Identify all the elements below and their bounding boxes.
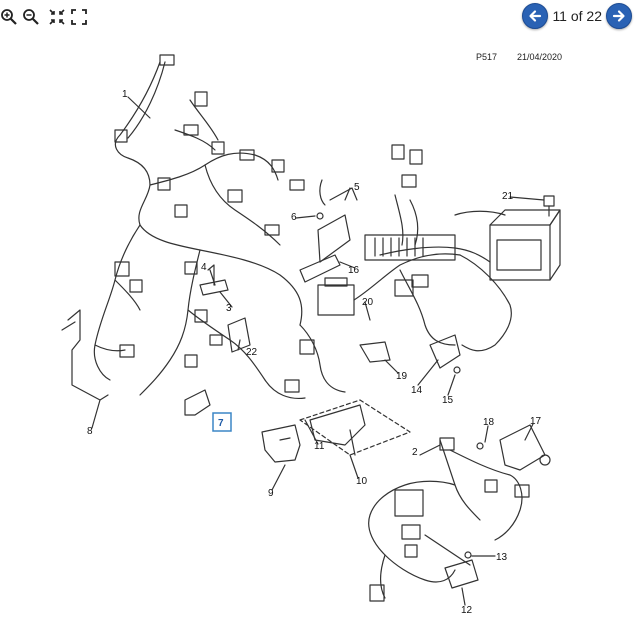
fullscreen-corners-icon[interactable] [70,8,88,26]
shrink-arrows-icon[interactable] [48,8,66,26]
zoom-out-icon[interactable] [22,8,40,26]
callout-8[interactable]: 8 [87,426,93,437]
harness-line-art [61,54,561,606]
diagram-date: 21/04/2020 [517,52,563,62]
page-counter: 11 of 22 [552,8,602,24]
callout-7[interactable]: 7 [218,418,224,429]
callout-17[interactable]: 17 [530,416,542,427]
callout-13[interactable]: 13 [496,552,508,563]
callout-labels: 1 2 3 4 5 6 7 8 9 10 11 12 13 14 15 16 1… [87,89,542,616]
zoom-in-icon[interactable] [0,8,18,26]
callout-15[interactable]: 15 [442,395,454,406]
callout-10[interactable]: 10 [356,476,368,487]
callout-4[interactable]: 4 [201,262,207,273]
callout-1[interactable]: 1 [122,89,128,100]
callout-14[interactable]: 14 [411,385,423,396]
callout-2[interactable]: 2 [412,447,418,458]
page-navigator: 11 of 22 [522,2,632,30]
callout-12[interactable]: 12 [461,605,473,616]
callout-3[interactable]: 3 [226,303,232,314]
callout-11[interactable]: 11 [314,441,325,452]
callout-9[interactable]: 9 [268,488,274,499]
diagram-code: P517 [476,52,498,62]
callout-18[interactable]: 18 [483,417,495,428]
callout-19[interactable]: 19 [396,371,408,382]
viewer-toolbar: 11 of 22 [0,0,640,34]
callout-21[interactable]: 21 [502,191,514,202]
previous-page-button[interactable] [522,3,549,29]
callout-6[interactable]: 6 [291,212,297,223]
arrow-left-icon [529,10,542,22]
callout-20[interactable]: 20 [362,297,374,308]
callout-7-highlight-box [212,412,232,432]
wiring-harness-diagram: 1 2 3 4 5 6 7 8 9 10 11 12 13 14 15 16 1… [61,54,561,616]
arrow-right-icon [612,10,625,22]
next-page-button[interactable] [606,3,632,29]
callout-5[interactable]: 5 [354,182,360,193]
callout-16[interactable]: 16 [348,265,360,276]
callout-22[interactable]: 22 [246,347,258,358]
